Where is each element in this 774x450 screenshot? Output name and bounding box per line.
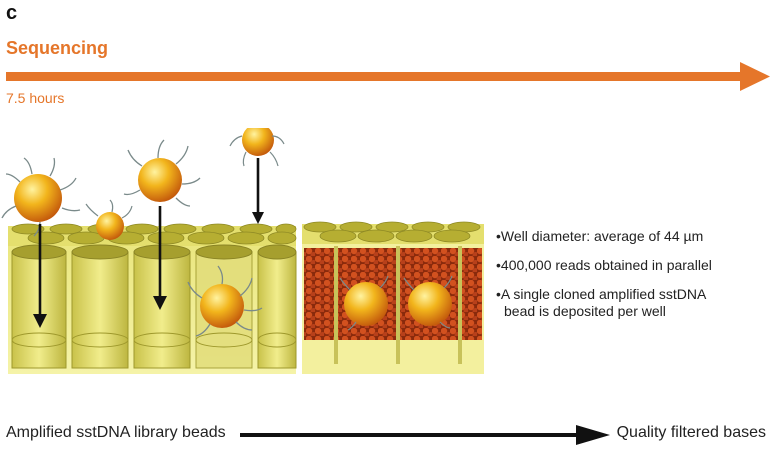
fact-single-bead-line2: bead is deposited per well <box>504 303 666 319</box>
fact-reads-parallel: •400,000 reads obtained in parallel <box>496 257 712 273</box>
fact-single-bead-line1: •A single cloned amplified sstDNA <box>496 286 707 302</box>
fact-single-bead: •A single cloned amplified sstDNA bead i… <box>496 286 766 320</box>
stage-duration: 7.5 hours <box>6 90 65 106</box>
picotiter-plate-illustration <box>1 128 484 374</box>
plate-right <box>302 221 484 374</box>
plate-facts-list: •Well diameter: average of 44 µm •400,00… <box>496 228 766 332</box>
flow-output-label: Quality filtered bases <box>616 424 766 441</box>
fact-well-diameter: •Well diameter: average of 44 µm <box>496 228 704 244</box>
bead-falling-2 <box>123 139 201 207</box>
bead-falling-1 <box>1 157 81 237</box>
panel-label: c <box>6 2 18 24</box>
bead-in-well <box>187 265 263 337</box>
plate-left <box>1 128 297 374</box>
flow-input-label: Amplified sstDNA library beads <box>6 424 226 441</box>
stage-title: Sequencing <box>6 38 109 58</box>
bead-falling-3 <box>85 199 133 240</box>
flow-arrow <box>240 425 610 445</box>
bead-falling-4 <box>229 128 285 167</box>
stage-timeline-arrow <box>6 62 770 91</box>
